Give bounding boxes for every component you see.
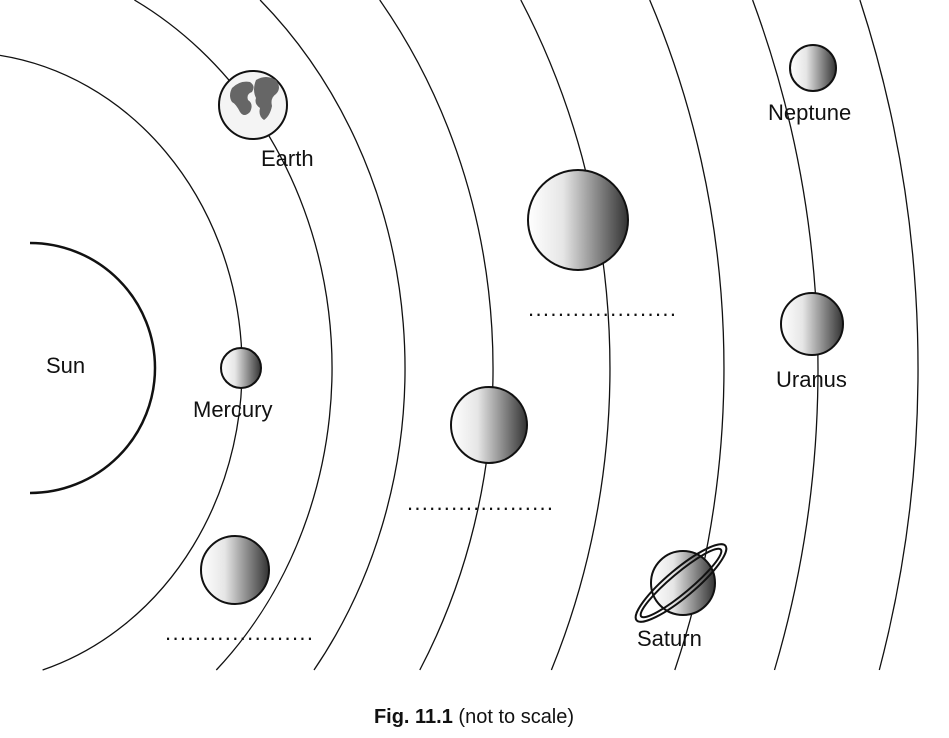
caption-number: Fig. 11.1 xyxy=(374,706,453,728)
figure-caption: Fig. 11.1 (not to scale) xyxy=(374,706,574,728)
sun-label: Sun xyxy=(46,353,85,378)
orbits xyxy=(0,0,919,671)
planet-saturn xyxy=(650,550,716,616)
planet-mars xyxy=(450,386,528,464)
earth-label: Earth xyxy=(261,146,314,171)
neptune-label: Neptune xyxy=(768,100,851,125)
planet-neptune xyxy=(789,44,837,92)
orbit-5 xyxy=(520,0,611,671)
uranus-label: Uranus xyxy=(776,367,847,392)
caption-text: (not to scale) xyxy=(453,706,574,728)
planet-uranus xyxy=(780,292,844,356)
answer-blank-2[interactable]: .................... xyxy=(407,490,553,515)
planet-jupiter xyxy=(527,169,629,271)
answer-blank-1[interactable]: .................... xyxy=(165,620,313,645)
orbit-4 xyxy=(379,0,494,671)
orbit-8 xyxy=(859,0,919,671)
planet-mercury xyxy=(220,347,262,389)
mercury-label: Mercury xyxy=(193,397,272,422)
orbit-3 xyxy=(259,0,406,671)
sun xyxy=(29,241,157,495)
saturn-rings xyxy=(634,543,728,623)
earth-continents xyxy=(230,77,279,120)
orbit-2 xyxy=(134,0,333,671)
orbit-1 xyxy=(0,54,243,671)
answer-blank-3[interactable]: .................... xyxy=(528,296,676,321)
saturn-label: Saturn xyxy=(637,626,702,651)
planet-venus xyxy=(200,535,270,605)
